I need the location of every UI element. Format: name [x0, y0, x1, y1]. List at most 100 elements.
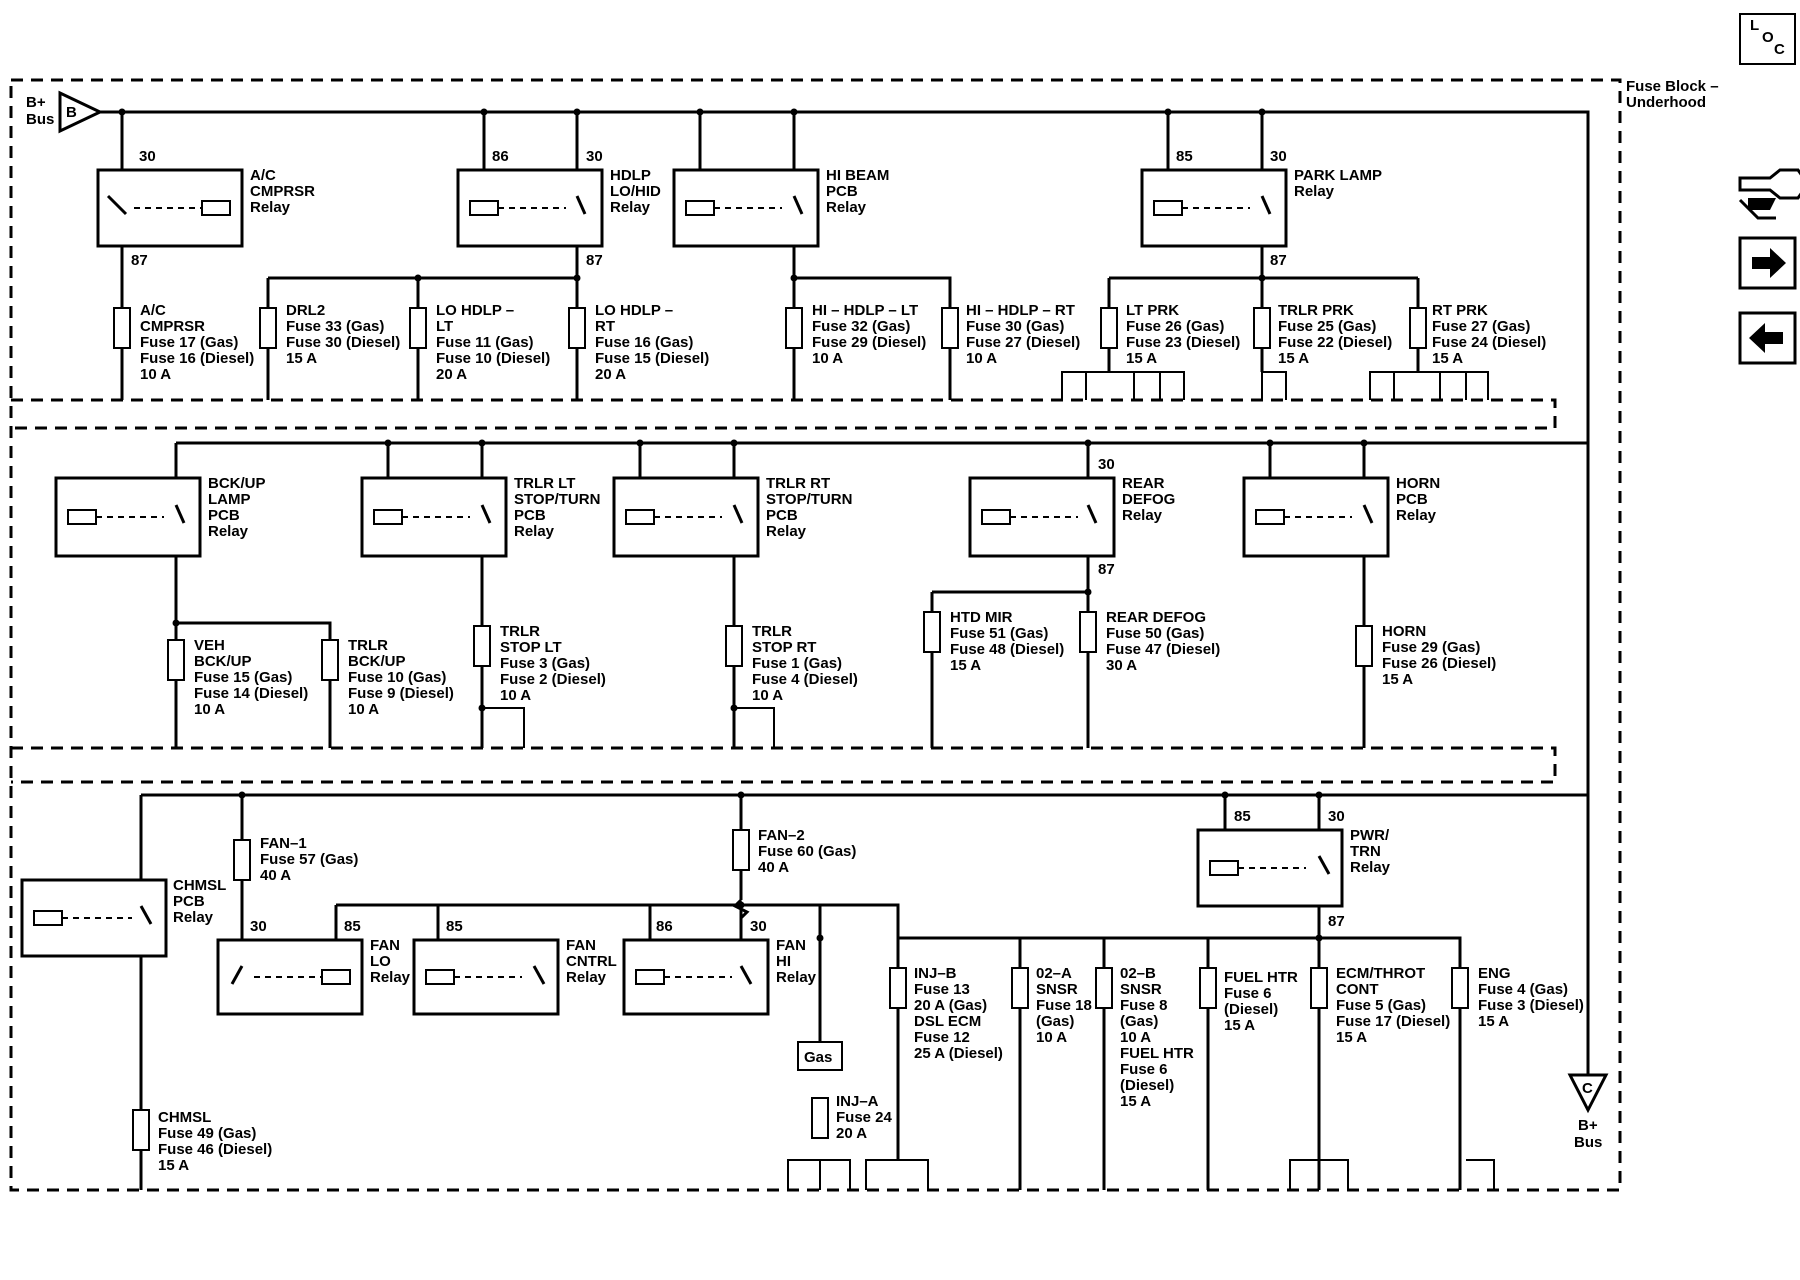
svg-text:30: 30: [139, 148, 156, 165]
svg-text:Fuse 24: Fuse 24: [836, 1109, 893, 1126]
arrow-left-icon[interactable]: [1738, 311, 1797, 365]
svg-text:30 A: 30 A: [1106, 657, 1137, 674]
svg-text:CHMSL: CHMSL: [173, 877, 226, 894]
fuse-o2b-snsr: 02–B SNSR Fuse 8 (Gas) 10 A FUEL HTR Fus…: [1095, 965, 1194, 1110]
svg-text:Fuse 1 (Gas): Fuse 1 (Gas): [752, 655, 842, 672]
svg-text:Relay: Relay: [1396, 507, 1437, 524]
svg-text:Fuse 29 (Gas): Fuse 29 (Gas): [1382, 639, 1480, 656]
svg-text:Fuse 15 (Diesel): Fuse 15 (Diesel): [595, 350, 709, 367]
loc-button[interactable]: L O C: [1739, 13, 1796, 65]
arrow-right-icon[interactable]: [1738, 236, 1797, 290]
svg-text:INJ–B: INJ–B: [914, 965, 957, 982]
svg-text:Relay: Relay: [173, 909, 214, 926]
svg-text:LO/HID: LO/HID: [610, 183, 661, 200]
svg-text:TRLR LT: TRLR LT: [514, 475, 575, 492]
svg-text:87: 87: [131, 252, 148, 269]
svg-text:TRLR PRK: TRLR PRK: [1278, 302, 1354, 319]
svg-text:10 A: 10 A: [1036, 1029, 1067, 1046]
fuse-block-subtitle: Underhood: [1626, 94, 1706, 111]
svg-text:TRLR RT: TRLR RT: [766, 475, 830, 492]
svg-text:Fuse 12: Fuse 12: [914, 1029, 970, 1046]
svg-text:Fuse 25 (Gas): Fuse 25 (Gas): [1278, 318, 1376, 335]
svg-text:CNTRL: CNTRL: [566, 953, 617, 970]
svg-text:HDLP: HDLP: [610, 167, 651, 184]
svg-text:30: 30: [1098, 456, 1115, 473]
svg-text:PWR/: PWR/: [1350, 827, 1390, 844]
svg-text:(Diesel): (Diesel): [1224, 1001, 1278, 1018]
gas-tag: Gas: [797, 1041, 843, 1071]
svg-text:FAN: FAN: [566, 937, 596, 954]
bus-wires: [100, 110, 1590, 1075]
svg-text:DRL2: DRL2: [286, 302, 325, 319]
fuse-hi-hdlp-lt: HI – HDLP – LT Fuse 32 (Gas) Fuse 29 (Di…: [785, 302, 926, 367]
svg-text:10 A: 10 A: [752, 687, 783, 704]
svg-text:Fuse 4 (Diesel): Fuse 4 (Diesel): [752, 671, 858, 688]
svg-text:PCB: PCB: [1396, 491, 1428, 508]
fuse-chmsl: CHMSL Fuse 49 (Gas) Fuse 46 (Diesel) 15 …: [132, 1109, 272, 1174]
svg-text:Fuse 57 (Gas): Fuse 57 (Gas): [260, 851, 358, 868]
svg-text:10 A: 10 A: [966, 350, 997, 367]
svg-text:Fuse 13: Fuse 13: [914, 981, 970, 998]
svg-text:STOP LT: STOP LT: [500, 639, 562, 656]
svg-text:Fuse 26 (Diesel): Fuse 26 (Diesel): [1382, 655, 1496, 672]
svg-text:Fuse 51 (Gas): Fuse 51 (Gas): [950, 625, 1048, 642]
svg-text:PCB: PCB: [208, 507, 240, 524]
svg-text:Fuse 10 (Gas): Fuse 10 (Gas): [348, 669, 446, 686]
svg-text:Fuse 27 (Diesel): Fuse 27 (Diesel): [966, 334, 1080, 351]
fuse-hi-hdlp-rt: HI – HDLP – RT Fuse 30 (Gas) Fuse 27 (Di…: [941, 302, 1080, 367]
svg-text:B+: B+: [26, 94, 46, 111]
b-plus-bus-input: B+ Bus B: [26, 90, 104, 134]
svg-text:10 A: 10 A: [140, 366, 171, 383]
fuse-lo-hdlp-lt: LO HDLP – LT Fuse 11 (Gas) Fuse 10 (Dies…: [409, 302, 550, 383]
svg-text:30: 30: [1270, 148, 1287, 165]
svg-text:Fuse 5 (Gas): Fuse 5 (Gas): [1336, 997, 1426, 1014]
svg-text:87: 87: [1328, 913, 1345, 930]
svg-text:BCK/UP: BCK/UP: [348, 653, 406, 670]
svg-text:HI: HI: [776, 953, 791, 970]
svg-text:VEH: VEH: [194, 637, 225, 654]
svg-text:Fuse 2 (Diesel): Fuse 2 (Diesel): [500, 671, 606, 688]
svg-text:INJ–A: INJ–A: [836, 1093, 879, 1110]
section-3-wiring: [139, 795, 1495, 1190]
svg-text:REAR DEFOG: REAR DEFOG: [1106, 609, 1206, 626]
svg-text:TRN: TRN: [1350, 843, 1381, 860]
relay-pwr-trn: 85 30 87 PWR/ TRN Relay: [1196, 808, 1391, 930]
svg-text:SNSR: SNSR: [1120, 981, 1162, 998]
svg-text:FAN–1: FAN–1: [260, 835, 307, 852]
svg-text:Fuse 49 (Gas): Fuse 49 (Gas): [158, 1125, 256, 1142]
relay-trlr-rt-stop-turn: TRLR RT STOP/TURN PCB Relay: [612, 475, 852, 558]
loc-label-o: O: [1762, 29, 1774, 46]
svg-text:Relay: Relay: [826, 199, 867, 216]
svg-text:Fuse 11 (Gas): Fuse 11 (Gas): [436, 334, 534, 351]
svg-text:DEFOG: DEFOG: [1122, 491, 1175, 508]
svg-text:Fuse 10 (Diesel): Fuse 10 (Diesel): [436, 350, 550, 367]
svg-text:Fuse 22 (Diesel): Fuse 22 (Diesel): [1278, 334, 1392, 351]
fuse-trlr-bck-up: TRLR BCK/UP Fuse 10 (Gas) Fuse 9 (Diesel…: [321, 637, 454, 718]
relay-rear-defog: 30 87 REAR DEFOG Relay: [968, 456, 1175, 578]
svg-text:C: C: [1582, 1080, 1593, 1097]
svg-text:Relay: Relay: [1350, 859, 1391, 876]
svg-text:TRLR: TRLR: [348, 637, 388, 654]
svg-text:PARK LAMP: PARK LAMP: [1294, 167, 1382, 184]
svg-text:Fuse 50 (Gas): Fuse 50 (Gas): [1106, 625, 1204, 642]
fuse-fan-2: FAN–2 Fuse 60 (Gas) 40 A: [732, 827, 856, 876]
svg-text:Fuse 4 (Gas): Fuse 4 (Gas): [1478, 981, 1568, 998]
svg-text:15 A: 15 A: [1278, 350, 1309, 367]
svg-text:10 A: 10 A: [812, 350, 843, 367]
svg-text:86: 86: [492, 148, 509, 165]
svg-text:Fuse 6: Fuse 6: [1224, 985, 1272, 1002]
svg-text:85: 85: [446, 918, 463, 935]
svg-text:85: 85: [1234, 808, 1251, 825]
svg-text:Fuse 16 (Diesel): Fuse 16 (Diesel): [140, 350, 254, 367]
svg-text:CMPRSR: CMPRSR: [140, 318, 205, 335]
svg-text:Relay: Relay: [370, 969, 411, 986]
svg-text:B: B: [66, 104, 77, 121]
connector-wrench-icon[interactable]: [1738, 168, 1800, 220]
svg-text:Fuse 27 (Gas): Fuse 27 (Gas): [1432, 318, 1530, 335]
svg-text:HI – HDLP – RT: HI – HDLP – RT: [966, 302, 1075, 319]
svg-text:15 A: 15 A: [158, 1157, 189, 1174]
fuse-veh-bck-up: VEH BCK/UP Fuse 15 (Gas) Fuse 14 (Diesel…: [167, 637, 308, 718]
svg-text:Relay: Relay: [1294, 183, 1335, 200]
svg-text:87: 87: [1098, 561, 1115, 578]
